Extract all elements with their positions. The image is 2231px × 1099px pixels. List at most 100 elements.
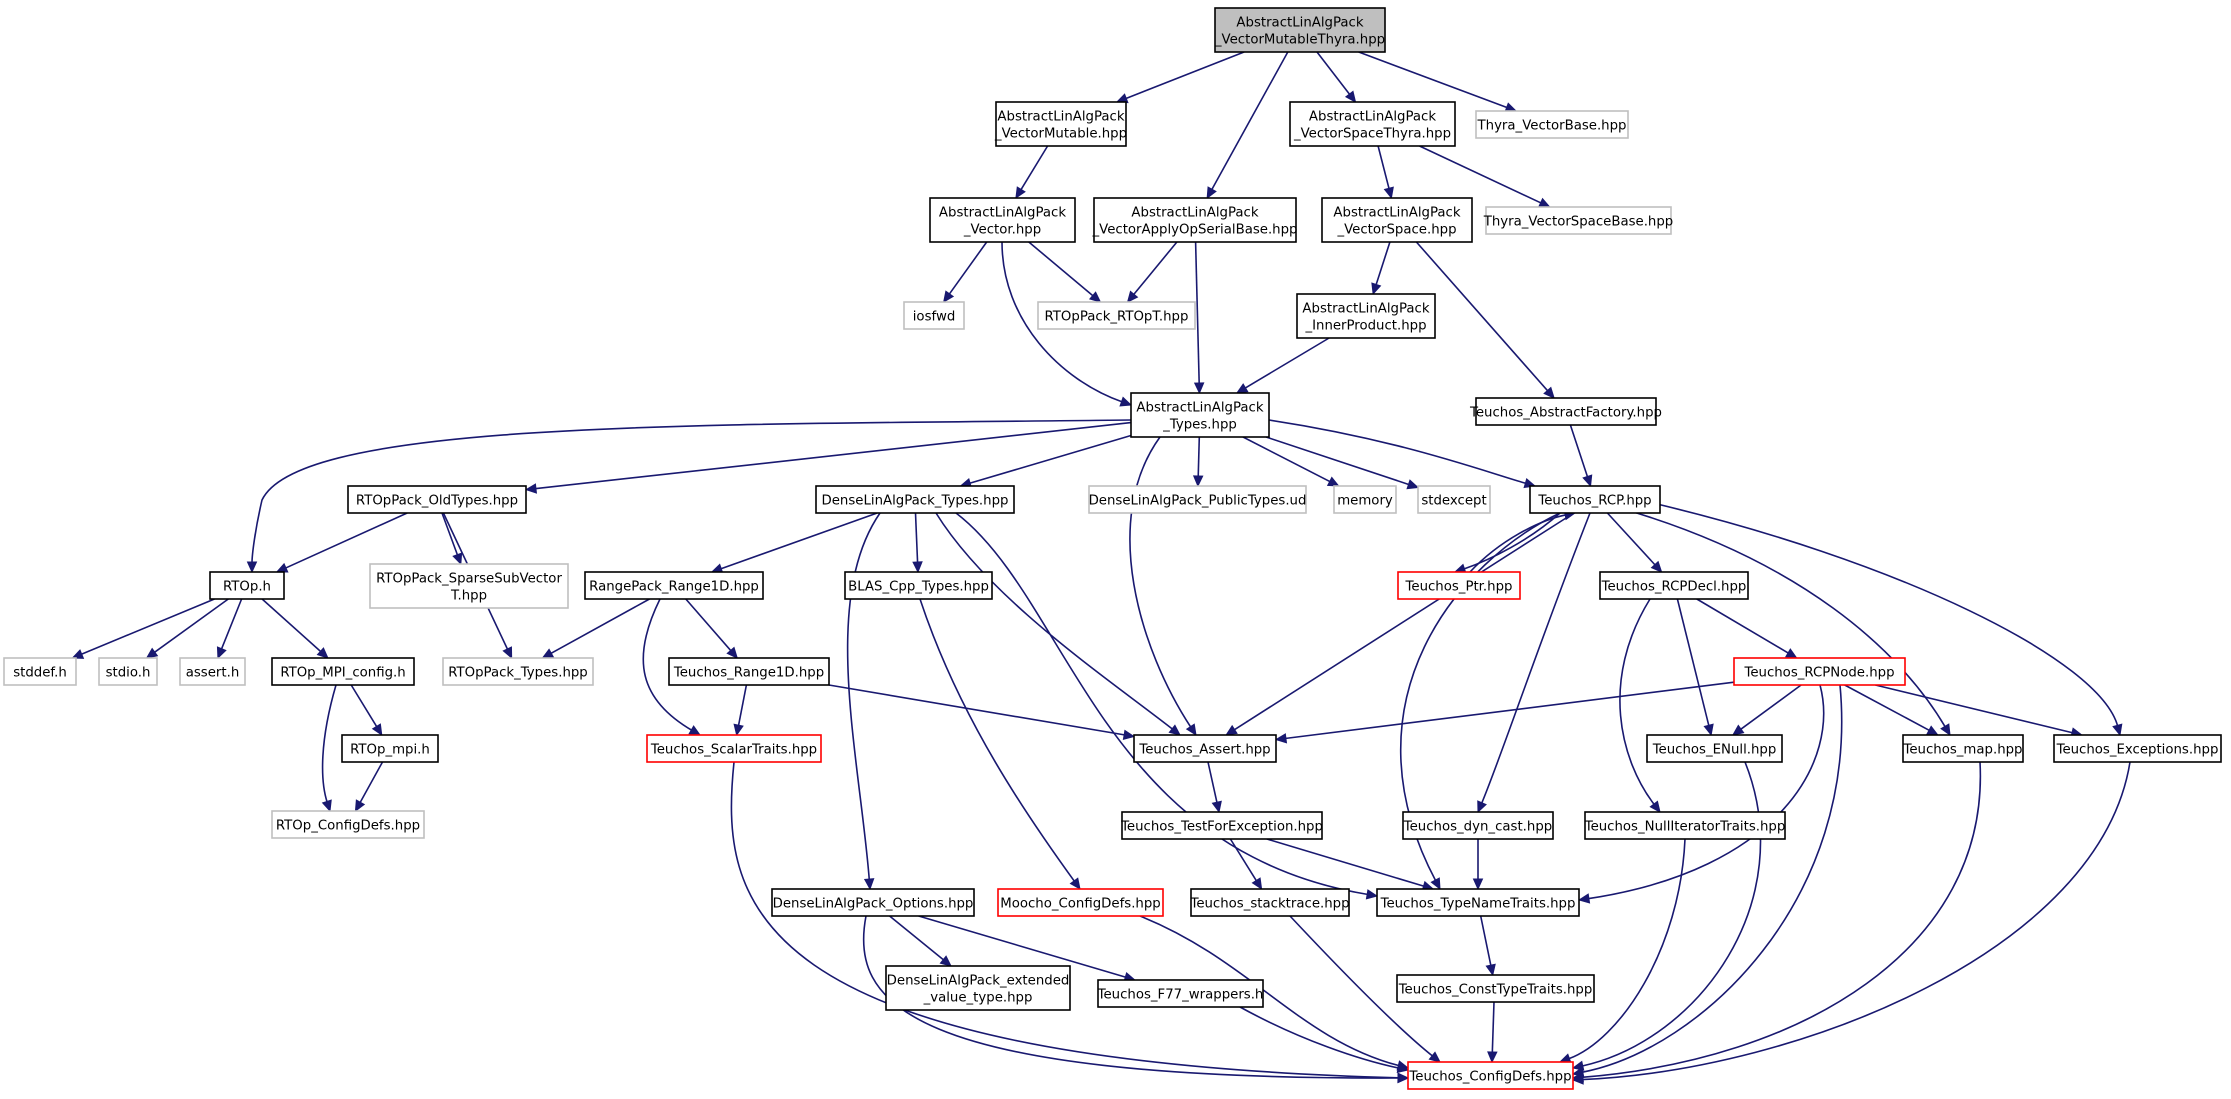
node-vaosb[interactable]: AbstractLinAlgPack_VectorApplyOpSerialBa… bbox=[1091, 197, 1298, 243]
edge-dlat-to-rr1d bbox=[710, 512, 878, 574]
node-types[interactable]: AbstractLinAlgPack_Types.hpp bbox=[1130, 392, 1270, 438]
node-dlopt[interactable]: DenseLinAlgPack_Options.hpp bbox=[771, 888, 975, 917]
node-box bbox=[1289, 101, 1456, 147]
arrowhead-icon bbox=[1784, 648, 1798, 659]
node-blas[interactable]: BLAS_Cpp_Types.hpp bbox=[844, 571, 993, 600]
node-tvsb[interactable]: Thyra_VectorSpaceBase.hpp bbox=[1483, 206, 1674, 235]
edge-taf-to-rcp bbox=[1569, 424, 1593, 488]
node-box bbox=[1584, 811, 1786, 840]
arrowhead-icon bbox=[1344, 90, 1357, 103]
node-ip[interactable]: AbstractLinAlgPack_InnerProduct.hpp bbox=[1296, 293, 1436, 339]
node-tmap[interactable]: Teuchos_map.hpp bbox=[1902, 734, 2024, 763]
edge-line bbox=[1132, 241, 1178, 296]
node-stdexcept[interactable]: stdexcept bbox=[1417, 485, 1491, 514]
node-mpiconfig[interactable]: RTOp_MPI_config.h bbox=[271, 657, 415, 686]
edge-line bbox=[1696, 598, 1790, 655]
node-tnt[interactable]: Teuchos_TypeNameTraits.hpp bbox=[1376, 888, 1580, 917]
node-rtopt[interactable]: RTOpPack_RTOpT.hpp bbox=[1037, 301, 1196, 330]
node-label: RTOp_ConfigDefs.hpp bbox=[276, 819, 420, 834]
arrowhead-icon bbox=[939, 955, 952, 967]
edge-f77-to-tcd bbox=[1239, 1006, 1410, 1074]
node-vs[interactable]: AbstractLinAlgPack_VectorSpace.hpp bbox=[1321, 197, 1473, 243]
node-mcd[interactable]: Moocho_ConfigDefs.hpp bbox=[997, 888, 1164, 917]
edge-line bbox=[1194, 241, 1200, 385]
node-ptr[interactable]: Teuchos_Ptr.hpp bbox=[1397, 571, 1521, 600]
node-enull[interactable]: Teuchos_ENull.hpp bbox=[1646, 734, 1783, 763]
node-tr1d[interactable]: Teuchos_Range1D.hpp bbox=[668, 657, 830, 686]
node-box bbox=[1214, 7, 1386, 53]
node-rr1d[interactable]: RangePack_Range1D.hpp bbox=[584, 571, 764, 600]
node-label: _VectorMutableThyra.hpp bbox=[1214, 33, 1385, 48]
node-tassert[interactable]: Teuchos_Assert.hpp bbox=[1133, 734, 1277, 763]
node-label: Teuchos_AbstractFactory.hpp bbox=[1469, 406, 1662, 421]
arrowhead-icon bbox=[1383, 186, 1394, 200]
node-oldtypes[interactable]: RTOpPack_OldTypes.hpp bbox=[347, 485, 527, 514]
edge-line bbox=[251, 419, 1132, 564]
node-box bbox=[1407, 1061, 1574, 1090]
edge-line bbox=[1377, 145, 1390, 190]
edge-line bbox=[1233, 512, 1575, 731]
node-rcpnode[interactable]: Teuchos_RCPNode.hpp bbox=[1733, 657, 1906, 686]
node-box bbox=[1321, 197, 1473, 243]
node-label: DenseLinAlgPack_Types.hpp bbox=[822, 494, 1009, 509]
node-vm[interactable]: AbstractLinAlgPack_VectorMutable.hpp bbox=[994, 101, 1127, 147]
node-label: RTOpPack_Types.hpp bbox=[448, 666, 588, 681]
arrowhead-icon bbox=[354, 799, 366, 813]
node-mpih[interactable]: RTOp_mpi.h bbox=[341, 734, 439, 763]
node-texc[interactable]: Teuchos_Exceptions.hpp bbox=[2053, 734, 2222, 763]
node-box bbox=[1190, 888, 1350, 917]
node-vec[interactable]: AbstractLinAlgPack_Vector.hpp bbox=[929, 197, 1076, 243]
node-dlat[interactable]: DenseLinAlgPack_Types.hpp bbox=[815, 485, 1015, 514]
node-label: BLAS_Cpp_Types.hpp bbox=[848, 580, 989, 595]
node-rcpdecl[interactable]: Teuchos_RCPDecl.hpp bbox=[1599, 571, 1749, 600]
node-iosfwd[interactable]: iosfwd bbox=[903, 301, 965, 330]
node-rtopcd[interactable]: RTOp_ConfigDefs.hpp bbox=[271, 810, 425, 839]
node-vst[interactable]: AbstractLinAlgPack_VectorSpaceThyra.hpp bbox=[1289, 101, 1456, 147]
arrowhead-icon bbox=[1211, 800, 1222, 814]
edge-line bbox=[1266, 838, 1425, 888]
arrowhead-icon bbox=[275, 562, 289, 573]
arrowhead-icon bbox=[321, 799, 332, 813]
node-tcd[interactable]: Teuchos_ConfigDefs.hpp bbox=[1407, 1061, 1574, 1090]
node-ctt[interactable]: Teuchos_ConstTypeTraits.hpp bbox=[1396, 974, 1595, 1003]
node-label: Moocho_ConfigDefs.hpp bbox=[1000, 897, 1161, 912]
node-memory[interactable]: memory bbox=[1333, 485, 1397, 514]
node-label: Teuchos_NullIteratorTraits.hpp bbox=[1584, 820, 1786, 835]
node-taf[interactable]: Teuchos_AbstractFactory.hpp bbox=[1469, 397, 1662, 426]
node-tfe[interactable]: Teuchos_TestForException.hpp bbox=[1120, 811, 1323, 840]
node-tvb[interactable]: Thyra_VectorBase.hpp bbox=[1475, 110, 1629, 139]
edge-tmap-to-tcd bbox=[1571, 761, 1982, 1083]
node-rcp[interactable]: Teuchos_RCP.hpp bbox=[1529, 485, 1661, 514]
node-ext[interactable]: DenseLinAlgPack_extended_value_type.hpp bbox=[885, 965, 1071, 1011]
node-dyncast[interactable]: Teuchos_dyn_cast.hpp bbox=[1402, 811, 1554, 840]
node-scalar[interactable]: Teuchos_ScalarTraits.hpp bbox=[646, 734, 822, 763]
node-box bbox=[903, 301, 965, 330]
edge-enull-to-tcd bbox=[1571, 761, 1762, 1071]
edge-line bbox=[1581, 761, 1982, 1079]
edge-rcp-to-tassert bbox=[1225, 512, 1575, 736]
node-rtoph[interactable]: RTOp.h bbox=[209, 571, 285, 600]
edge-rtoph-to-assert bbox=[216, 598, 243, 660]
node-assert[interactable]: assert.h bbox=[179, 657, 246, 686]
arrowhead-icon bbox=[1543, 386, 1555, 399]
node-box bbox=[997, 888, 1164, 917]
arrowhead-icon bbox=[1326, 476, 1340, 487]
node-label: Thyra_VectorBase.hpp bbox=[1477, 119, 1627, 134]
node-dlapt[interactable]: DenseLinAlgPack_PublicTypes.ud bbox=[1088, 485, 1307, 514]
node-label: Teuchos_RCPDecl.hpp bbox=[1601, 580, 1747, 595]
node-root[interactable]: AbstractLinAlgPack_VectorMutableThyra.hp… bbox=[1214, 7, 1386, 53]
node-nit[interactable]: Teuchos_NullIteratorTraits.hpp bbox=[1584, 811, 1786, 840]
node-label: Teuchos_Range1D.hpp bbox=[673, 666, 824, 681]
node-stdio[interactable]: stdio.h bbox=[98, 657, 158, 686]
node-stddef[interactable]: stddef.h bbox=[3, 657, 77, 686]
node-rtoptypes[interactable]: RTOpPack_Types.hpp bbox=[442, 657, 594, 686]
arrowhead-icon bbox=[502, 646, 513, 660]
node-f77[interactable]: Teuchos_F77_wrappers.h bbox=[1097, 979, 1264, 1008]
node-label: AbstractLinAlgPack bbox=[1302, 302, 1429, 317]
arrowhead-icon bbox=[1015, 186, 1026, 200]
edge-line bbox=[828, 684, 1126, 736]
edge-line bbox=[220, 598, 243, 650]
node-stack[interactable]: Teuchos_stacktrace.hpp bbox=[1189, 888, 1350, 917]
